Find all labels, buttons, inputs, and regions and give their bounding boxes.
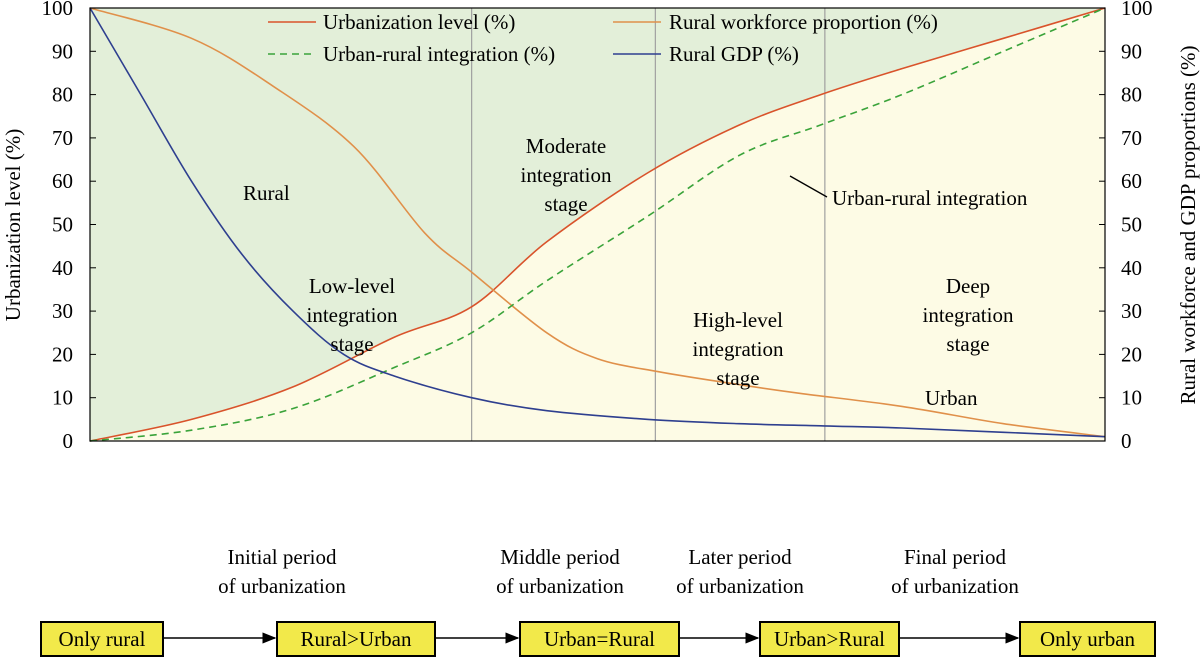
y-tick-label-right: 90: [1121, 39, 1142, 63]
y-tick-label-left: 0: [63, 429, 74, 453]
y-tick-label-left: 30: [52, 299, 73, 323]
y-tick-label-left: 50: [52, 213, 73, 237]
y-tick-label-right: 0: [1121, 429, 1132, 453]
flow-urban-eq-rural: Urban=Rural: [519, 621, 680, 657]
legend-label-urbanization: Urbanization level (%): [323, 10, 515, 34]
integration-line: [89, 7, 1106, 442]
period-middle: Middle period of urbanization: [496, 545, 624, 598]
y-tick-label-right: 40: [1121, 256, 1142, 280]
legend: Urbanization level (%) Rural workforce p…: [268, 10, 938, 66]
rural-area: [90, 8, 1105, 441]
y-tick-label-right: 10: [1121, 386, 1142, 410]
stage-moderate: Moderate integration stage: [520, 134, 612, 216]
period-final: Final period of urbanization: [891, 545, 1019, 598]
y-tick-label-right: 70: [1121, 126, 1142, 150]
stage-deep: Deep integration stage: [922, 274, 1014, 356]
y-tick-label-right: 100: [1121, 0, 1153, 20]
stage-low-level: Low-level integration stage: [306, 274, 398, 356]
urbanization-line: [89, 7, 1106, 442]
y-axis-right-label: Rural workforce and GDP proportions (%): [1176, 45, 1200, 404]
y-tick-label-right: 80: [1121, 83, 1142, 107]
period-later: Later period of urbanization: [676, 545, 804, 598]
y-tick-label-left: 70: [52, 126, 73, 150]
urban-area: [90, 8, 1105, 441]
y-tick-label-right: 50: [1121, 213, 1142, 237]
rural-workforce-line: [89, 7, 1106, 438]
y-tick-label-right: 20: [1121, 342, 1142, 366]
flow-urban-gt-rural: Urban>Rural: [759, 621, 900, 657]
y-tick-label-left: 90: [52, 39, 73, 63]
y-tick-label-left: 60: [52, 169, 73, 193]
period-initial: Initial period of urbanization: [218, 545, 346, 598]
legend-label-workforce: Rural workforce proportion (%): [669, 10, 938, 34]
legend-label-integration: Urban-rural integration (%): [323, 42, 555, 66]
y-axis-left-label: Urbanization level (%): [1, 129, 25, 321]
rural-region-label: Rural: [243, 181, 290, 205]
y-tick-label-left: 10: [52, 386, 73, 410]
integration-pointer: [789, 175, 828, 198]
flow-rural-gt-urban: Rural>Urban: [276, 621, 436, 657]
integration-curve-label: Urban-rural integration: [832, 186, 1028, 210]
flow-only-urban: Only urban: [1019, 621, 1156, 657]
stage-high-level: High-level integration stage: [692, 308, 784, 390]
urban-region-label: Urban: [925, 386, 978, 410]
y-tick-label-left: 100: [42, 0, 74, 20]
y-tick-label-right: 30: [1121, 299, 1142, 323]
flow-only-rural: Only rural: [40, 621, 164, 657]
y-tick-label-right: 60: [1121, 169, 1142, 193]
y-tick-label-left: 40: [52, 256, 73, 280]
legend-label-gdp: Rural GDP (%): [669, 42, 799, 66]
rural-gdp-line: [89, 7, 1106, 438]
y-tick-label-left: 20: [52, 342, 73, 366]
y-tick-label-left: 80: [52, 83, 73, 107]
